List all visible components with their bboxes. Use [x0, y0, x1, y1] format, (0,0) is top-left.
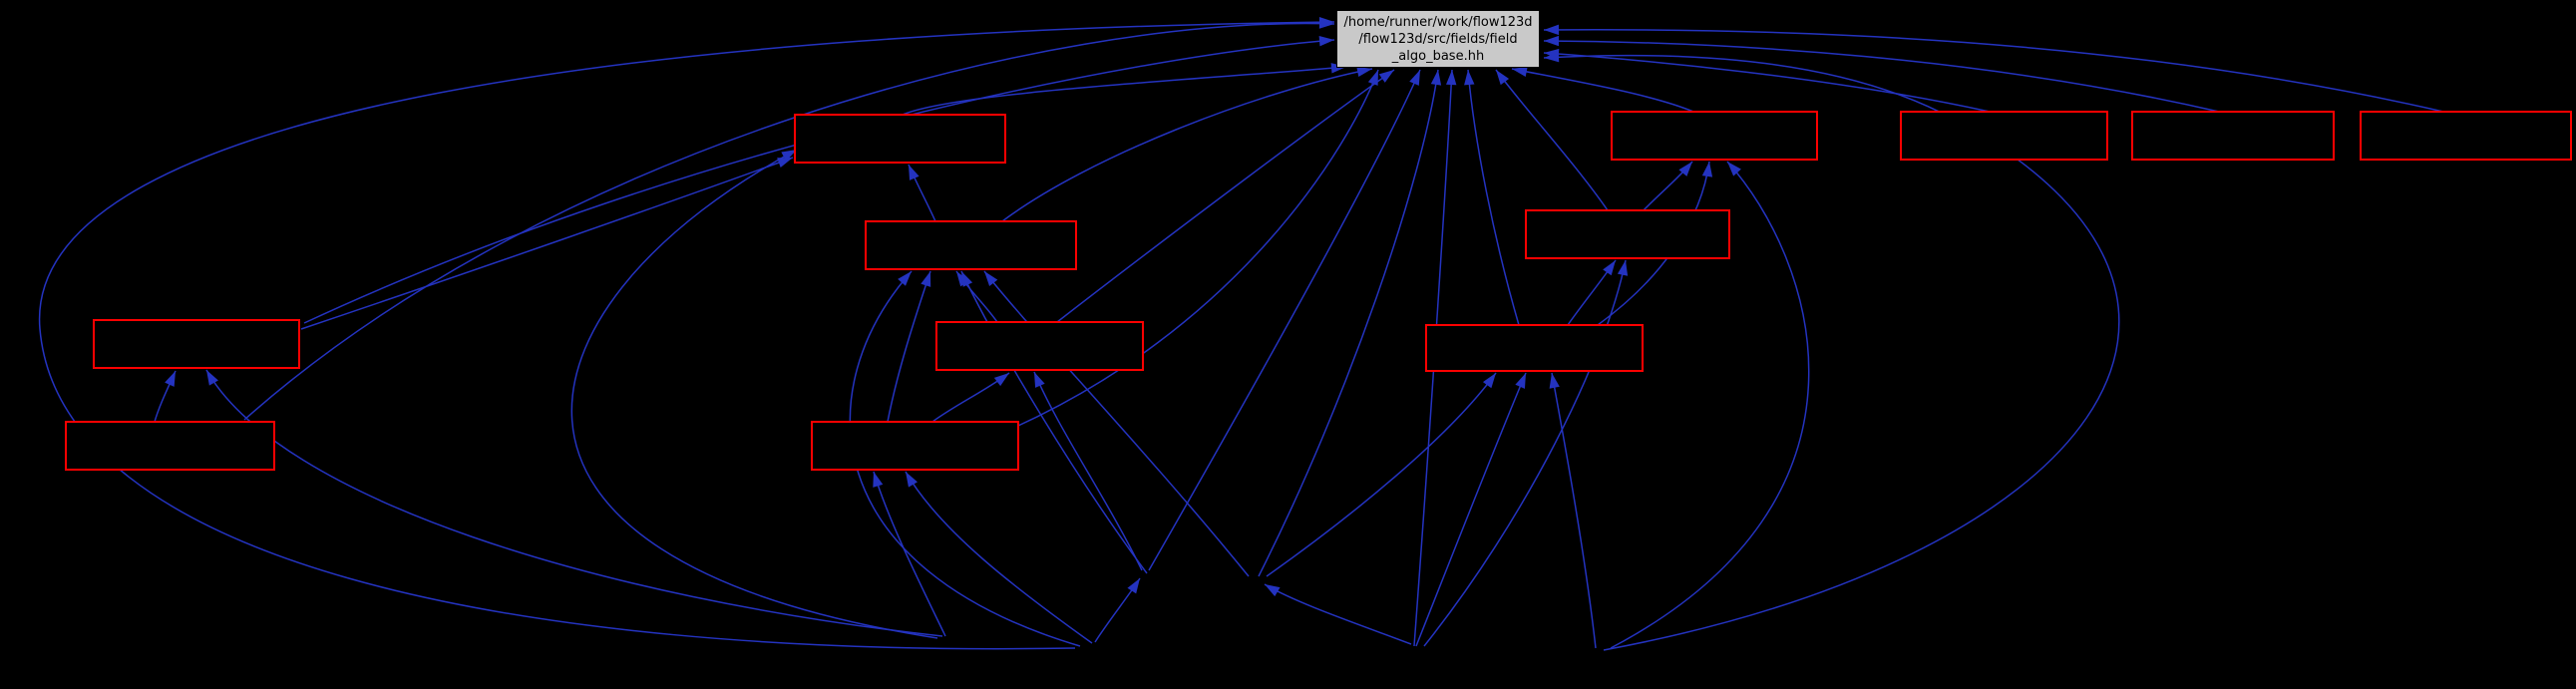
- dependency-node[interactable]: [65, 421, 275, 471]
- graph-edge: [887, 270, 931, 423]
- dependency-node[interactable]: [865, 220, 1077, 270]
- graph-edge-arrowhead: [898, 271, 912, 286]
- graph-edge-arrowhead: [1617, 260, 1629, 276]
- graph-edge: [1543, 29, 2444, 113]
- graph-edge: [1264, 583, 1412, 645]
- graph-edge-arrowhead: [920, 271, 931, 287]
- graph-edge: [1511, 68, 1694, 113]
- graph-edge-arrowhead: [906, 472, 918, 488]
- graph-edge-arrowhead: [206, 370, 218, 386]
- graph-edge: [960, 270, 1148, 574]
- graph-edge: [300, 157, 794, 330]
- graph-edge-arrowhead: [1482, 373, 1496, 389]
- graph-edge-arrowhead: [993, 373, 1009, 387]
- dependency-node[interactable]: [2360, 111, 2572, 161]
- graph-edge-arrowhead: [961, 271, 973, 287]
- graph-edge-arrowhead: [873, 472, 884, 488]
- graph-edge: [1415, 372, 1527, 647]
- central-file-path-line: _algo_base.hh: [1391, 49, 1485, 64]
- graph-edge: [1266, 372, 1497, 577]
- graph-edge-arrowhead: [1446, 70, 1457, 86]
- dependency-node[interactable]: [2131, 111, 2335, 161]
- graph-edge-arrowhead: [1678, 162, 1692, 176]
- graph-edge: [1551, 372, 1597, 649]
- graph-edge: [1495, 69, 1609, 211]
- dependency-node[interactable]: [935, 321, 1144, 371]
- graph-edge: [303, 39, 1335, 324]
- graph-edge: [1006, 69, 1379, 432]
- graph-edge-arrowhead: [1727, 162, 1741, 176]
- dependency-node[interactable]: [794, 114, 1006, 164]
- graph-edge-arrowhead: [1544, 52, 1560, 63]
- dependency-node[interactable]: [1525, 209, 1730, 259]
- graph-edge: [39, 21, 1335, 650]
- graph-edge: [1148, 69, 1421, 571]
- dependency-node[interactable]: [1900, 111, 2108, 161]
- graph-edge-arrowhead: [1430, 70, 1442, 86]
- graph-edge-arrowhead: [781, 150, 797, 162]
- graph-edge-arrowhead: [1318, 16, 1334, 28]
- graph-edge: [243, 22, 1335, 421]
- dependency-node[interactable]: [811, 421, 1019, 471]
- graph-edge: [873, 471, 946, 637]
- graph-edge-arrowhead: [1034, 372, 1045, 388]
- dependency-node[interactable]: [93, 319, 300, 369]
- dependency-node[interactable]: [1425, 324, 1644, 372]
- graph-edge-arrowhead: [1549, 373, 1560, 389]
- graph-edge-arrowhead: [1515, 373, 1526, 389]
- graph-edge: [1001, 68, 1373, 222]
- graph-edge: [1423, 259, 1627, 647]
- graph-edge-arrowhead: [1544, 35, 1560, 47]
- graph-edge-arrowhead: [165, 371, 176, 387]
- graph-edge: [849, 270, 1081, 647]
- central-file-path-line: /home/runner/work/flow123d: [1343, 15, 1533, 30]
- graph-edge: [205, 369, 943, 637]
- graph-edge: [1543, 54, 2120, 651]
- graph-edge-arrowhead: [1367, 70, 1378, 86]
- graph-edge: [1610, 161, 1810, 649]
- graph-edge-arrowhead: [1512, 66, 1528, 77]
- graph-edge-arrowhead: [1496, 70, 1510, 86]
- graph-edge: [1033, 371, 1143, 571]
- graph-edge-arrowhead: [777, 158, 793, 169]
- graph-edge: [570, 149, 938, 639]
- graph-edge: [1056, 69, 1395, 323]
- graph-edge-arrowhead: [1356, 66, 1372, 78]
- graph-edge-arrowhead: [909, 165, 920, 180]
- graph-edge-arrowhead: [1544, 24, 1560, 36]
- graph-edge-arrowhead: [1330, 63, 1346, 74]
- graph-edge: [1467, 69, 1520, 326]
- dependency-node[interactable]: [1611, 111, 1818, 161]
- graph-edge-arrowhead: [1265, 584, 1281, 597]
- graph-edge: [902, 66, 1347, 116]
- graph-edge-arrowhead: [1318, 36, 1334, 47]
- graph-edge: [983, 270, 1250, 577]
- graph-edge-arrowhead: [984, 271, 998, 287]
- graph-edge: [1258, 69, 1439, 577]
- graph-edge-arrowhead: [1409, 70, 1420, 86]
- graph-edge-arrowhead: [1378, 70, 1394, 83]
- graph-edge: [1543, 40, 2220, 113]
- graph-edge-arrowhead: [1464, 70, 1475, 86]
- graph-edge-arrowhead: [1701, 162, 1713, 177]
- graph-edge-arrowhead: [1127, 578, 1140, 594]
- central-file-node: /home/runner/work/flow123d /flow123d/src…: [1336, 10, 1540, 68]
- graph-edge-arrowhead: [1603, 260, 1616, 276]
- graph-edge: [905, 471, 1093, 644]
- central-file-path-line: /flow123d/src/fields/field: [1358, 32, 1518, 47]
